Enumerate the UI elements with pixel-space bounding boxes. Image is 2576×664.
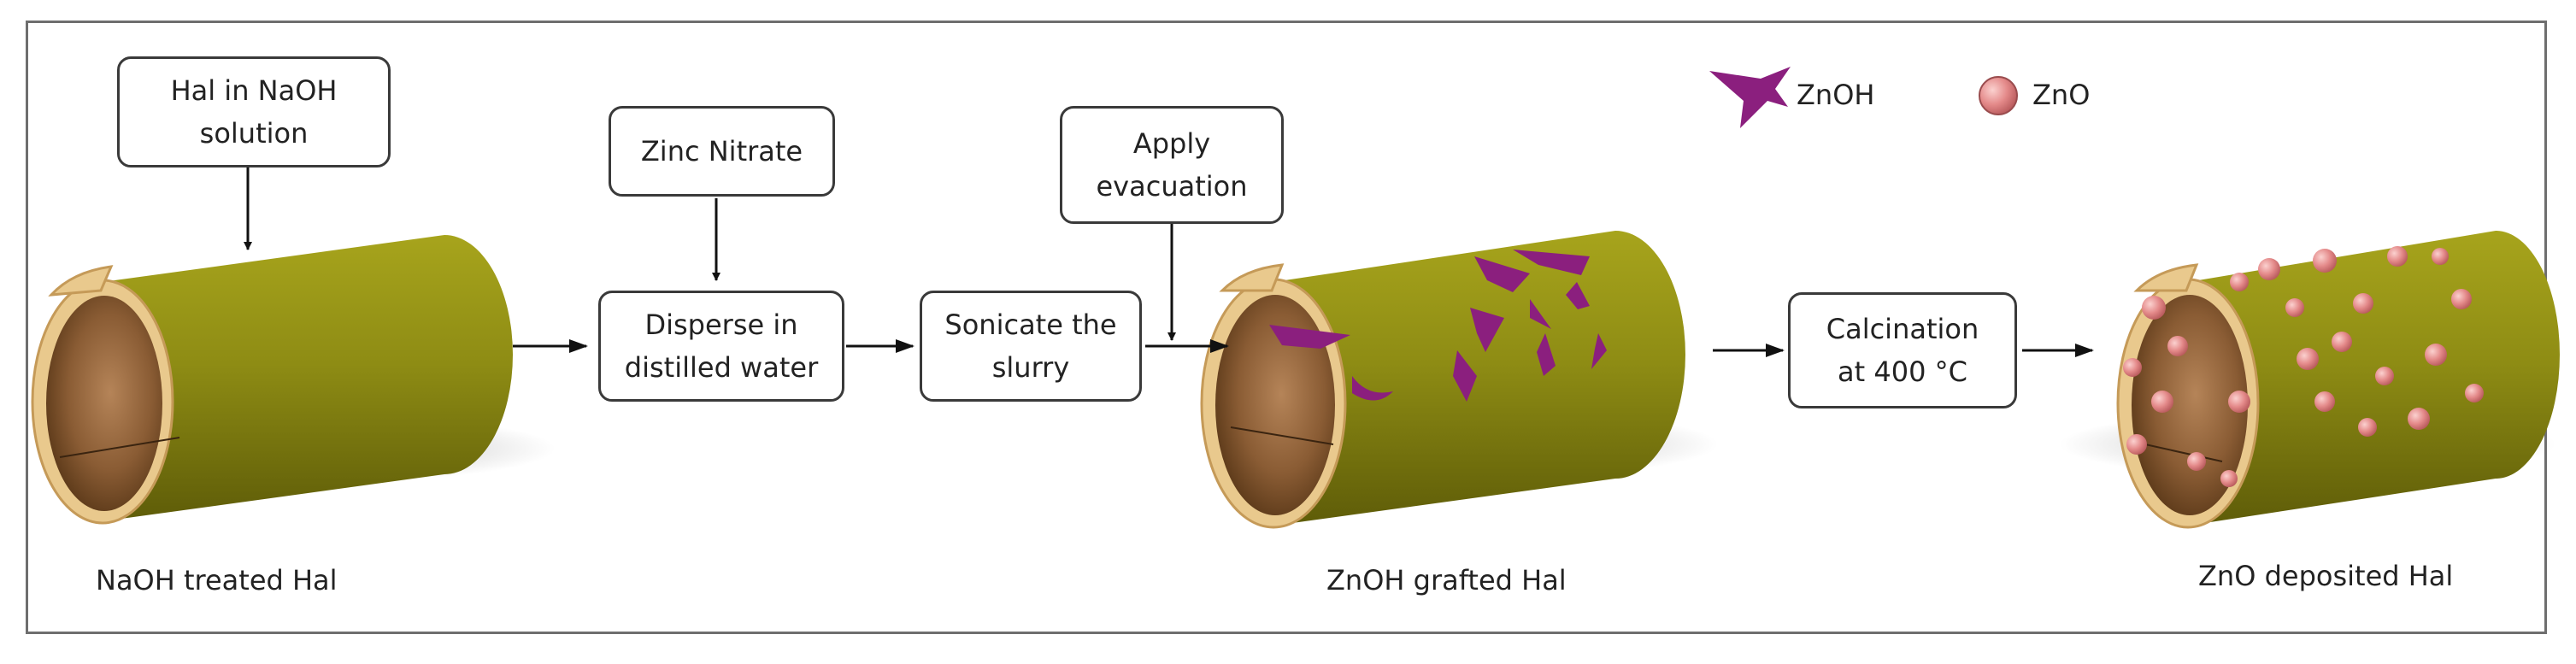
- arrows: [244, 165, 2094, 357]
- tube-naoh-treated: [31, 235, 556, 525]
- legend-zno-icon: [1979, 76, 2018, 115]
- znoh-flakes: [1269, 250, 1607, 402]
- step-hal-in-naoh: Hal in NaOH solution: [117, 56, 391, 167]
- step-disperse: Disperse in distilled water: [598, 291, 844, 402]
- legend-znoh-icon: [1709, 67, 1791, 128]
- tube-znoh-grafted: [1200, 231, 1718, 529]
- step-zinc-nitrate: Zinc Nitrate: [609, 106, 835, 197]
- step-calcination: Calcination at 400 °C: [1788, 292, 2017, 408]
- step-evacuation: Apply evacuation: [1060, 106, 1284, 224]
- zno-particles: [2123, 246, 2484, 487]
- caption-naoh-treated: NaOH treated Hal: [96, 564, 338, 596]
- legend-znoh-label: ZnOH: [1797, 79, 1875, 111]
- legend-zno-label: ZnO: [2032, 79, 2091, 111]
- step-sonicate: Sonicate the slurry: [920, 291, 1142, 402]
- caption-zno-deposited: ZnO deposited Hal: [2198, 560, 2454, 592]
- tube-zno-deposited: [2060, 231, 2560, 529]
- caption-znoh-grafted: ZnOH grafted Hal: [1326, 564, 1567, 596]
